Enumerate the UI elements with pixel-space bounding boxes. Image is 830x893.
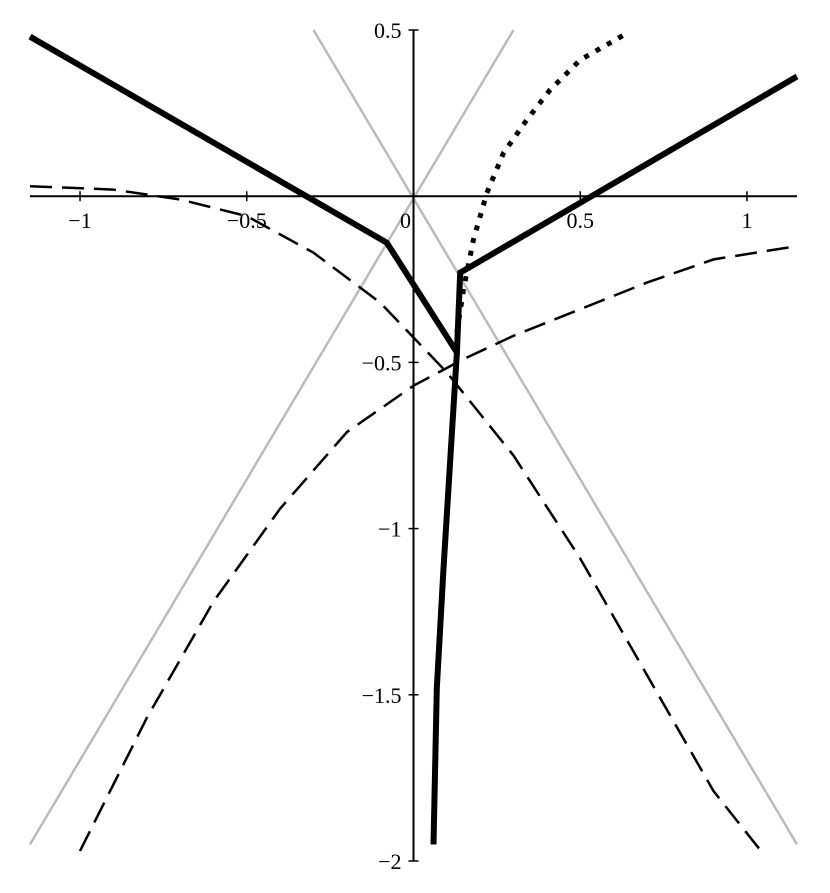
x-tick-label: −0.5 [227, 208, 267, 233]
y-tick-label: −2 [378, 849, 401, 874]
y-tick-label: −1.5 [362, 683, 402, 708]
x-tick-label: 0 [400, 208, 411, 233]
y-tick-label: −0.5 [362, 350, 402, 375]
series-line-7 [453, 73, 799, 353]
y-tick-label: −1 [378, 517, 401, 542]
series-line-4 [78, 244, 798, 852]
series-line-1 [28, 29, 515, 846]
axes [30, 29, 797, 862]
x-tick-label: 1 [741, 208, 752, 233]
x-tick-label: 0.5 [566, 208, 594, 233]
series-line-6 [28, 34, 460, 845]
series-line-5 [454, 31, 629, 333]
series-line-2 [312, 29, 799, 846]
y-tick-label: 0.5 [374, 18, 402, 43]
tick-labels: −1 −0.5 0 0.5 1 0.5 −0.5 −1 −1.5 −2 [68, 18, 752, 874]
x-tick-label: −1 [68, 208, 91, 233]
